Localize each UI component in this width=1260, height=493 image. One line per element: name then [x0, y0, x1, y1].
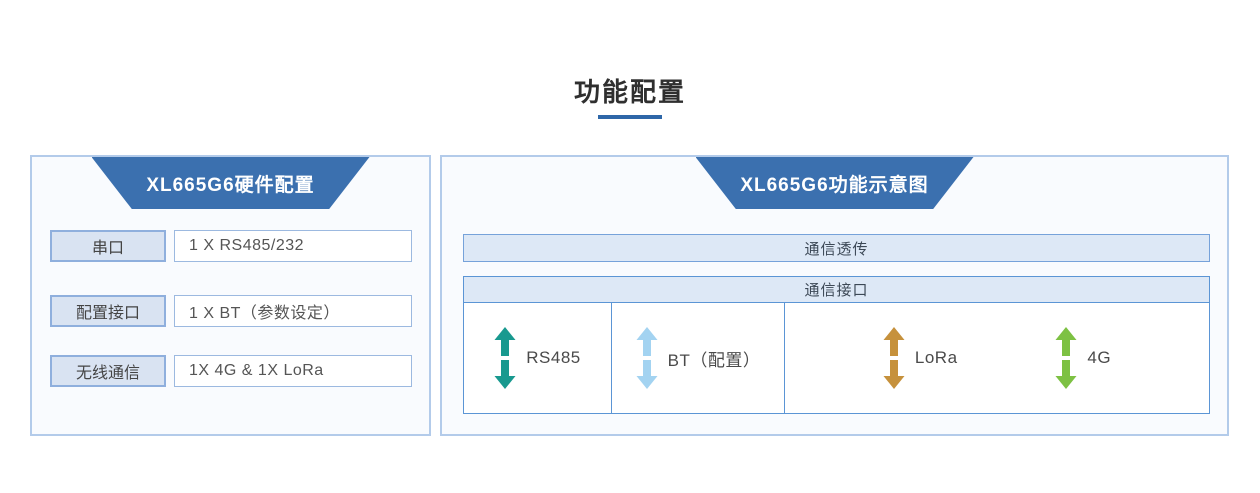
double-arrow-vertical-icon: [883, 327, 905, 389]
arrow-group-rs485: RS485: [494, 327, 580, 389]
hardware-row-value: 1 X RS485/232: [174, 230, 412, 262]
hardware-row-serial: 串口 1 X RS485/232: [32, 230, 429, 262]
arrow-label-lora: LoRa: [914, 348, 958, 367]
hardware-row-value: 1X 4G & 1X LoRa: [174, 355, 412, 387]
double-arrow-vertical-icon: [494, 327, 516, 389]
interface-cell-wireless: LoRa 4G: [785, 303, 1209, 413]
hardware-row-label: 串口: [50, 230, 166, 262]
interface-cell-bt: BT（配置）: [612, 303, 785, 413]
interface-box: 通信接口 RS485: [463, 276, 1210, 414]
arrow-group-lora: LoRa: [883, 327, 958, 389]
function-diagram-panel: XL665G6功能示意图 通信透传 通信接口 RS485: [440, 155, 1229, 436]
page-title: 功能配置: [573, 77, 686, 107]
function-diagram-header-label: XL665G6功能示意图: [740, 174, 929, 196]
hardware-config-header-label: XL665G6硬件配置: [146, 174, 315, 196]
double-arrow-vertical-icon: [636, 327, 658, 389]
arrow-label-rs485: RS485: [526, 348, 581, 367]
function-diagram-header-banner: XL665G6功能示意图: [695, 157, 974, 209]
double-arrow-vertical-icon: [1055, 327, 1077, 389]
arrow-label-bt: BT（配置）: [667, 350, 761, 370]
arrow-group-4g: 4G: [1055, 327, 1111, 389]
interface-body: RS485 BT（配置）: [464, 303, 1209, 413]
hardware-config-header-banner: XL665G6硬件配置: [91, 157, 370, 209]
hardware-row-wireless: 无线通信 1X 4G & 1X LoRa: [32, 355, 429, 387]
title-underline: [598, 115, 662, 119]
interface-header: 通信接口: [464, 277, 1209, 303]
hardware-config-panel: XL665G6硬件配置 串口 1 X RS485/232 配置接口 1 X BT…: [30, 155, 431, 436]
arrow-group-bt: BT（配置）: [636, 327, 761, 389]
hardware-row-label: 无线通信: [50, 355, 166, 387]
interface-cell-rs485: RS485: [464, 303, 612, 413]
arrow-label-4g: 4G: [1087, 348, 1112, 367]
passthrough-bar: 通信透传: [463, 234, 1210, 262]
hardware-row-label: 配置接口: [50, 295, 166, 327]
hardware-row-value: 1 X BT（参数设定）: [174, 295, 412, 327]
hardware-row-config-interface: 配置接口 1 X BT（参数设定）: [32, 295, 429, 327]
